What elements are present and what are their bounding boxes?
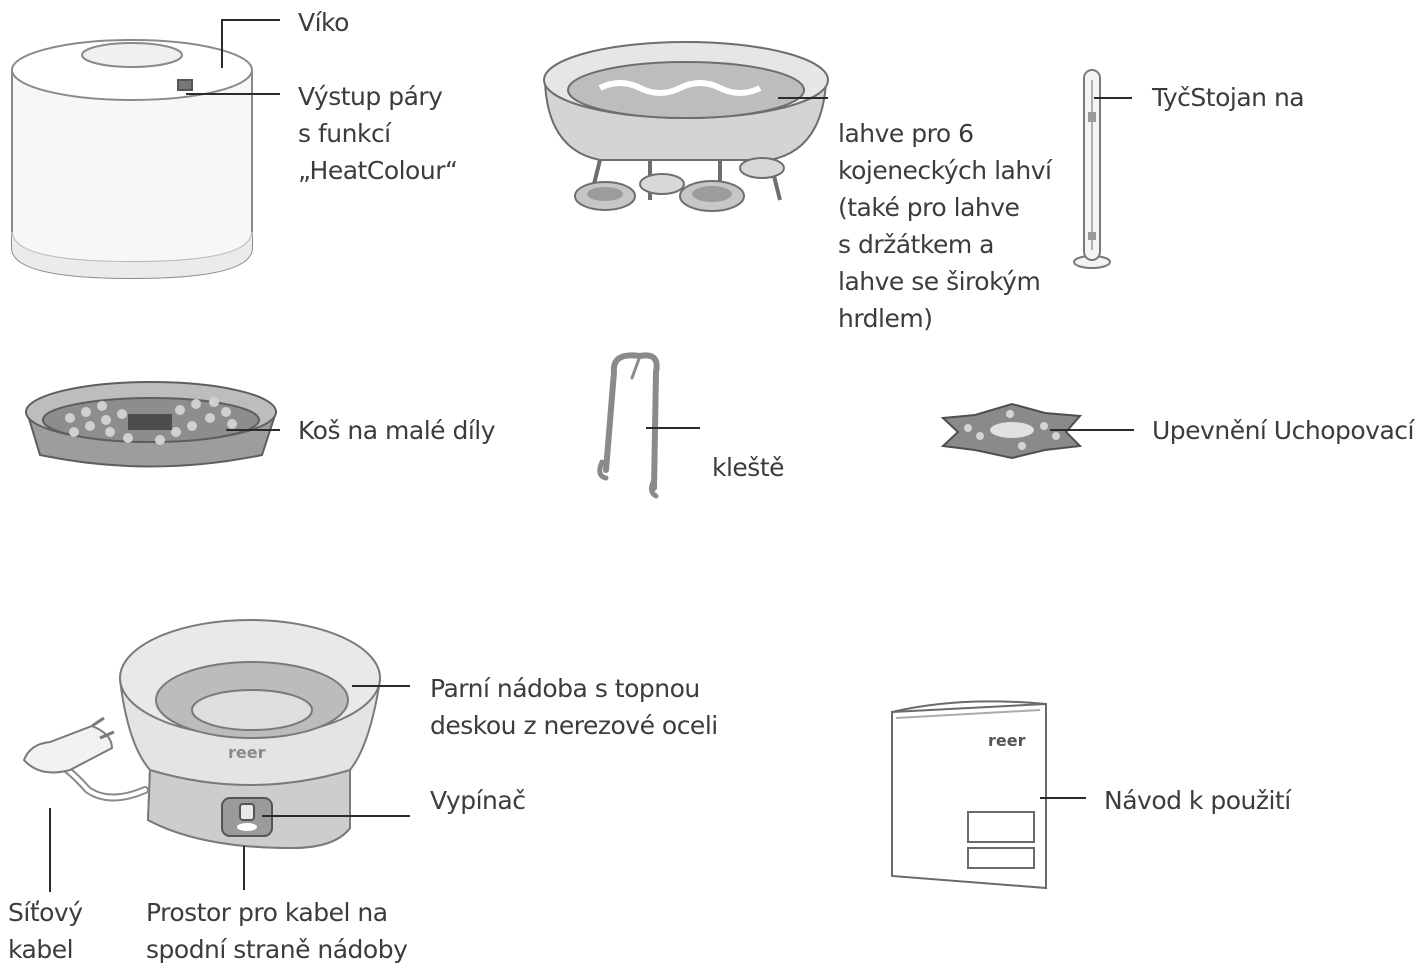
label-rod-stand: TyčStojan na: [1152, 83, 1305, 112]
vessel-brand-mark: reer: [228, 743, 266, 762]
label-cable-storage: Prostor pro kabel na spodní straně nádob…: [146, 894, 408, 968]
grip-mount-drawing: [940, 402, 1083, 460]
tongs-drawing: [597, 352, 660, 499]
small-parts-basket-drawing: [25, 381, 278, 468]
label-steam-vessel: Parní nádoba s topnou deskou z nerezové …: [430, 670, 718, 744]
manual-drawing: [891, 700, 1047, 890]
manual-brand-mark: reer: [988, 731, 1026, 750]
label-power-cable: Síťový kabel: [8, 894, 83, 968]
label-steam-outlet: Výstup páry s funkcí „HeatColour“: [298, 78, 458, 189]
label-cable-storage-line: Prostor pro kabel na: [146, 898, 388, 927]
label-lid: Víko: [298, 8, 349, 37]
label-switch: Vypínač: [430, 786, 526, 815]
label-steam-vessel-line: Parní nádoba s topnou: [430, 674, 700, 703]
bottle-rack-drawing: [543, 41, 829, 212]
leader-lines: [49, 19, 1134, 892]
label-bottle-rack-line: lahve pro 6: [838, 119, 974, 148]
label-small-parts-basket: Koš na malé díly: [298, 416, 496, 445]
label-bottle-rack: lahve pro 6 kojeneckých lahví (také pro …: [838, 115, 1052, 337]
label-tongs: kleště: [712, 453, 785, 482]
label-bottle-rack-line: hrdlem): [838, 304, 933, 333]
label-steam-outlet-line: s funkcí: [298, 119, 391, 148]
label-steam-outlet-line: „HeatColour“: [298, 156, 458, 185]
label-bottle-rack-line: s držátkem a: [838, 230, 994, 259]
label-bottle-rack-line: lahve se širokým: [838, 267, 1041, 296]
label-steam-vessel-line: deskou z nerezové oceli: [430, 711, 718, 740]
label-manual: Návod k použití: [1104, 786, 1291, 815]
label-bottle-rack-line: kojeneckých lahví: [838, 156, 1052, 185]
steam-vessel-drawing: [22, 619, 382, 850]
label-power-cable-line: kabel: [8, 935, 74, 964]
label-power-cable-line: Síťový: [8, 898, 83, 927]
leader-lid: [221, 19, 280, 68]
rod-drawing: [1073, 69, 1111, 269]
label-grip-mount: Upevnění Uchopovací: [1152, 416, 1414, 445]
label-steam-outlet-line: Výstup páry: [298, 82, 443, 111]
label-cable-storage-line: spodní straně nádoby: [146, 935, 408, 964]
label-bottle-rack-line: (také pro lahve: [838, 193, 1020, 222]
lid-drawing: [11, 39, 253, 280]
